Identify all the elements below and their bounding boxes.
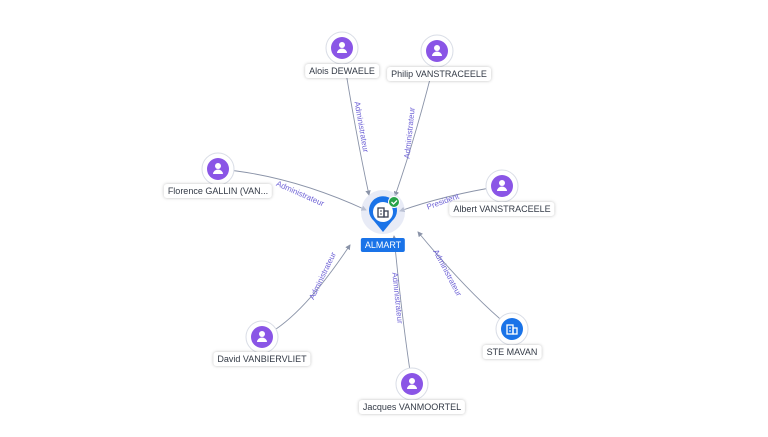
person-icon: [213, 163, 223, 174]
edge-label-ste: Administrateur: [431, 248, 463, 298]
person-icon: [257, 331, 267, 342]
node-florence[interactable]: [201, 152, 235, 186]
building-icon: [506, 324, 518, 335]
center-label[interactable]: ALMART: [360, 238, 406, 252]
edge-label-jacques: Administrateur: [390, 272, 404, 325]
node-jacques[interactable]: [395, 367, 429, 401]
node-label-albert[interactable]: Albert VANSTRACEELE: [449, 202, 555, 216]
person-icon: [337, 42, 347, 53]
person-icon: [432, 45, 442, 56]
edge-label-philip: Administrateur: [402, 107, 416, 160]
node-david[interactable]: [245, 320, 279, 354]
node-albert[interactable]: [485, 169, 519, 203]
person-icon: [497, 180, 507, 191]
node-ste[interactable]: [495, 312, 529, 346]
node-label-jacques[interactable]: Jacques VANMOORTEL: [358, 400, 466, 414]
edge-ste: [417, 231, 513, 330]
node-label-philip[interactable]: Philip VANSTRACEELE: [387, 67, 491, 81]
node-label-david[interactable]: David VANBIERVLIET: [213, 352, 311, 366]
person-icon: [407, 378, 417, 389]
edge-label-florence: Administrateur: [275, 179, 326, 208]
center-node[interactable]: [361, 190, 405, 234]
node-label-ste[interactable]: STE MAVAN: [482, 345, 542, 359]
check-icon: [388, 196, 400, 208]
node-label-alois[interactable]: Alois DEWAELE: [305, 64, 379, 78]
node-alois[interactable]: [325, 31, 359, 65]
edge-david: [261, 244, 351, 338]
node-label-florence[interactable]: Florence GALLIN (VAN...: [163, 184, 273, 198]
edge-florence: [217, 168, 367, 211]
node-philip[interactable]: [420, 34, 454, 68]
building-icon: [377, 207, 389, 218]
edge-label-david: Administrateur: [307, 250, 338, 301]
